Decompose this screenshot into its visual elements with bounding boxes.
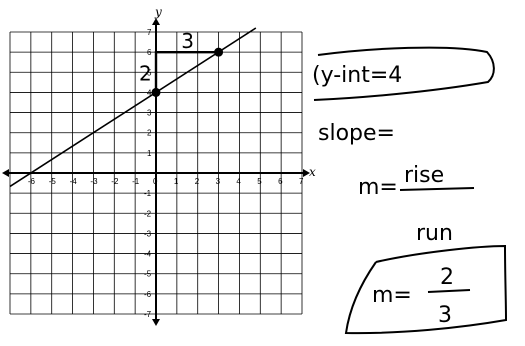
x-axis-arrow-right [303, 169, 310, 177]
yint-bracket [313, 46, 495, 101]
y-tick-label: 5 [147, 68, 152, 77]
x-tick-label: 2 [195, 177, 200, 186]
y-tick-label: -6 [144, 290, 152, 299]
x-tick-label: 0 [153, 177, 158, 186]
x-tick-label: 4 [236, 177, 241, 186]
yint-note: (y-int=4 [312, 63, 402, 88]
m-formula-bar [399, 187, 475, 191]
x-axis-label: x [309, 165, 316, 179]
answer-box [344, 244, 508, 335]
run-label: 3 [181, 29, 194, 53]
rise-run-path [154, 50, 219, 93]
y-tick-label: 6 [147, 48, 152, 57]
x-tick-label: 6 [278, 177, 283, 186]
y-tick-label: -5 [144, 270, 152, 279]
y-tick-label: 1 [147, 149, 152, 158]
x-tick-label: -4 [70, 177, 78, 186]
y-tick-label: 4 [147, 88, 152, 97]
x-tick-label: -5 [49, 177, 57, 186]
y-tick-label: 7 [147, 28, 152, 37]
x-tick-label: -2 [111, 177, 119, 186]
answer-prefix: m= [372, 283, 412, 308]
y-tick-label: -4 [144, 250, 152, 259]
slope-note: slope= [318, 121, 395, 146]
y-tick-label: -7 [144, 310, 152, 319]
y-tick-label: 3 [147, 109, 152, 118]
y-tick-label: -1 [144, 189, 152, 198]
answer-numerator: 2 [440, 265, 454, 290]
x-tick-label: 5 [257, 177, 262, 186]
x-tick-label: -1 [132, 177, 140, 186]
x-tick-label: -6 [28, 177, 36, 186]
m-formula-numerator: rise [404, 163, 444, 188]
m-formula-prefix: m= [358, 175, 398, 200]
y-tick-label: 2 [147, 129, 152, 138]
x-tick-label: -3 [90, 177, 98, 186]
answer-denominator: 3 [438, 303, 452, 328]
y-axis-label: y [154, 5, 162, 19]
y-tick-label: -3 [144, 229, 152, 238]
x-tick-label: 1 [174, 177, 179, 186]
x-axis-arrow-left [2, 169, 9, 177]
y-axis-arrow-down [152, 319, 160, 326]
m-formula-denominator: run [416, 221, 453, 246]
rise-run-annotation: 23 [139, 29, 219, 93]
y-axis-arrow-up [152, 18, 160, 25]
answer-fraction-bar [427, 289, 471, 293]
x-tick-label: 7 [299, 177, 304, 186]
x-tick-label: 3 [216, 177, 221, 186]
rise-label: 2 [139, 61, 152, 85]
handwritten-notes: (y-int=4 slope= m= rise run m= 2 3 [312, 46, 508, 335]
y-tick-label: -2 [144, 209, 152, 218]
